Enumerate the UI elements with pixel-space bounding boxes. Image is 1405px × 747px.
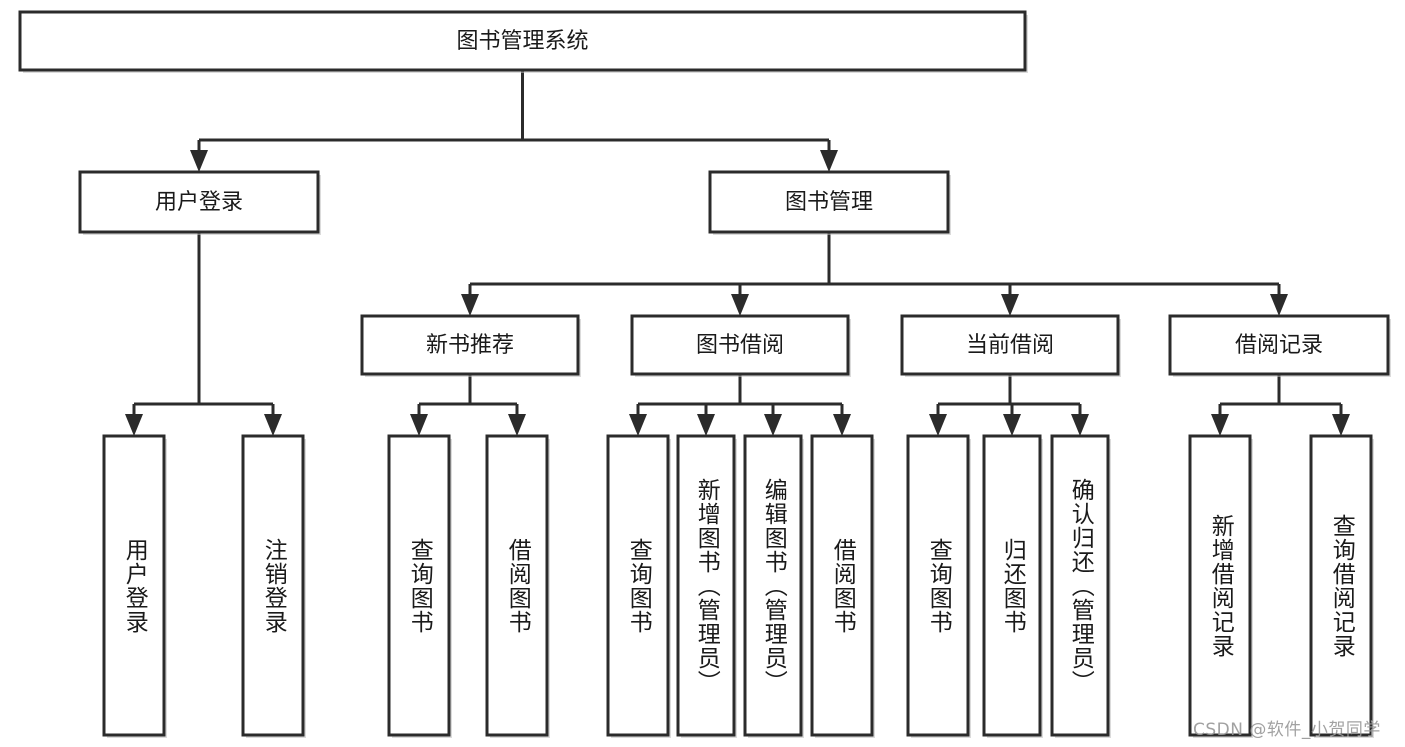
node-label-root: 图书管理系统	[456, 29, 588, 54]
edge-arrowhead-leaf-nb-borrow	[508, 414, 526, 436]
node-box-bookmgmt[interactable]	[708, 170, 950, 234]
node-label-records: 借阅记录	[1235, 333, 1323, 358]
node-box-borrow[interactable]	[630, 314, 850, 376]
node-box-leaf-bo-edit[interactable]	[743, 434, 803, 737]
edge-arrowhead-leaf-cu-query	[929, 414, 947, 436]
csdn-watermark: CSDN @软件_小贺同学	[1193, 720, 1381, 740]
edge-arrowhead-borrow	[731, 294, 749, 316]
edge-arrowhead-leaf-bo-edit	[764, 414, 782, 436]
edge-arrowhead-leaf-nb-query	[410, 414, 428, 436]
node-box-leaf-bo-query[interactable]	[606, 434, 670, 737]
edge-arrowhead-leaf-re-query	[1332, 414, 1350, 436]
edge-arrowhead-leaf-user-logout	[264, 414, 282, 436]
node-box-leaf-cu-confirm[interactable]	[1050, 434, 1110, 737]
node-box-leaf-bo-add[interactable]	[676, 434, 736, 737]
edge-arrowhead-leaf-bo-add	[697, 414, 715, 436]
edge-arrowhead-current	[1001, 294, 1019, 316]
node-box-leaf-user-logout[interactable]	[241, 434, 305, 737]
edge-arrowhead-newbook	[461, 294, 479, 316]
edges-layer	[125, 70, 1350, 436]
node-label-borrow: 图书借阅	[696, 333, 784, 358]
edge-arrowhead-bookmgmt	[820, 150, 838, 172]
edge-arrowhead-leaf-bo-query	[629, 414, 647, 436]
edge-arrowhead-leaf-bo-lend	[833, 414, 851, 436]
node-box-leaf-nb-borrow[interactable]	[485, 434, 549, 737]
node-box-leaf-nb-query[interactable]	[387, 434, 451, 737]
node-box-login[interactable]	[78, 170, 320, 234]
node-box-root[interactable]	[18, 10, 1027, 72]
edge-arrowhead-leaf-re-add	[1211, 414, 1229, 436]
nodes-layer	[18, 10, 1391, 738]
node-box-leaf-re-add[interactable]	[1188, 434, 1252, 737]
node-box-leaf-cu-query[interactable]	[906, 434, 970, 737]
node-box-leaf-user-login[interactable]	[102, 434, 166, 737]
node-box-leaf-re-query[interactable]	[1309, 434, 1373, 737]
edge-arrowhead-records	[1270, 294, 1288, 316]
edge-arrowhead-leaf-cu-confirm	[1071, 414, 1089, 436]
node-label-newbook: 新书推荐	[426, 333, 514, 358]
node-box-leaf-bo-lend[interactable]	[810, 434, 874, 737]
node-box-newbook[interactable]	[360, 314, 580, 376]
edge-arrowhead-login	[190, 150, 208, 172]
node-box-records[interactable]	[1168, 314, 1390, 376]
node-box-current[interactable]	[900, 314, 1120, 376]
node-label-current: 当前借阅	[966, 333, 1054, 358]
node-box-leaf-cu-return[interactable]	[982, 434, 1042, 737]
edge-arrowhead-leaf-user-login	[125, 414, 143, 436]
edge-arrowhead-leaf-cu-return	[1003, 414, 1021, 436]
node-label-bookmgmt: 图书管理	[785, 190, 873, 215]
node-label-login: 用户登录	[155, 190, 243, 215]
